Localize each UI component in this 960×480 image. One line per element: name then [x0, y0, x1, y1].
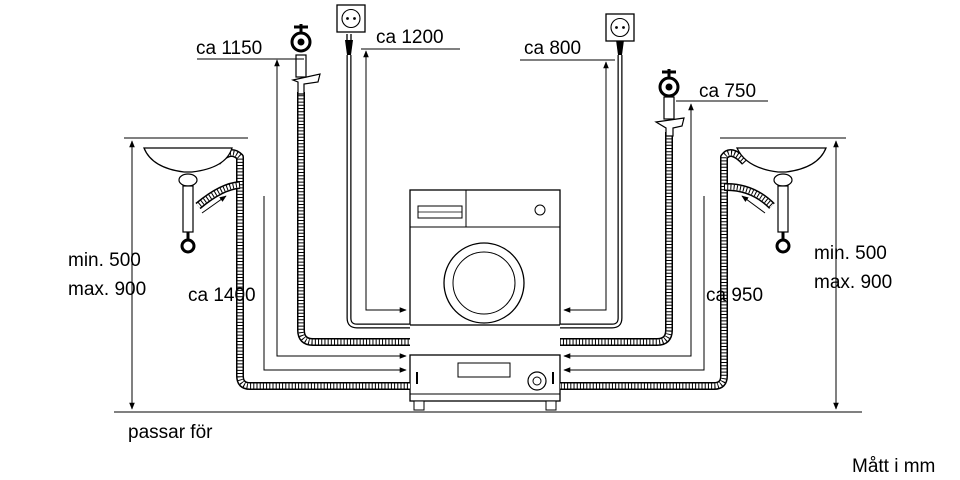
label-drain-right: ca 950	[706, 285, 763, 306]
program-knob	[534, 204, 546, 216]
label-units-note: Mått i mm	[852, 456, 935, 477]
label-water-right: ca 750	[699, 81, 756, 102]
dimension-drain-right	[563, 195, 766, 373]
label-height-left-min: min. 500	[68, 250, 141, 271]
label-water-left: ca 1150	[196, 38, 262, 59]
power-cable-right	[560, 34, 624, 329]
drain-hose-right	[560, 149, 775, 390]
dimension-water-left	[197, 58, 407, 359]
label-cable-right: ca 800	[524, 38, 581, 59]
sink-right-icon	[735, 147, 827, 254]
label-floor-note: passar för	[128, 422, 213, 443]
label-height-right-max: max. 900	[814, 272, 892, 293]
wall-socket-left-icon	[336, 4, 366, 33]
wall-socket-right-icon	[605, 13, 635, 42]
water-tap-right-icon	[654, 69, 685, 137]
sink-left-icon	[143, 147, 233, 254]
water-inlet-hose-left	[297, 92, 410, 346]
dimension-water-right	[563, 100, 768, 359]
label-cable-left: ca 1200	[376, 27, 444, 48]
dimension-height-left	[124, 137, 248, 410]
dimension-drain-left	[201, 195, 407, 373]
door-glass	[452, 251, 516, 315]
label-drain-left: ca 1400	[188, 285, 256, 306]
label-height-right-min: min. 500	[814, 243, 887, 264]
dimension-cable-left	[361, 48, 460, 313]
label-height-left-max: max. 900	[68, 279, 146, 300]
washing-machine	[409, 189, 561, 411]
power-cable-left	[345, 34, 410, 329]
dimension-height-right	[720, 137, 846, 410]
